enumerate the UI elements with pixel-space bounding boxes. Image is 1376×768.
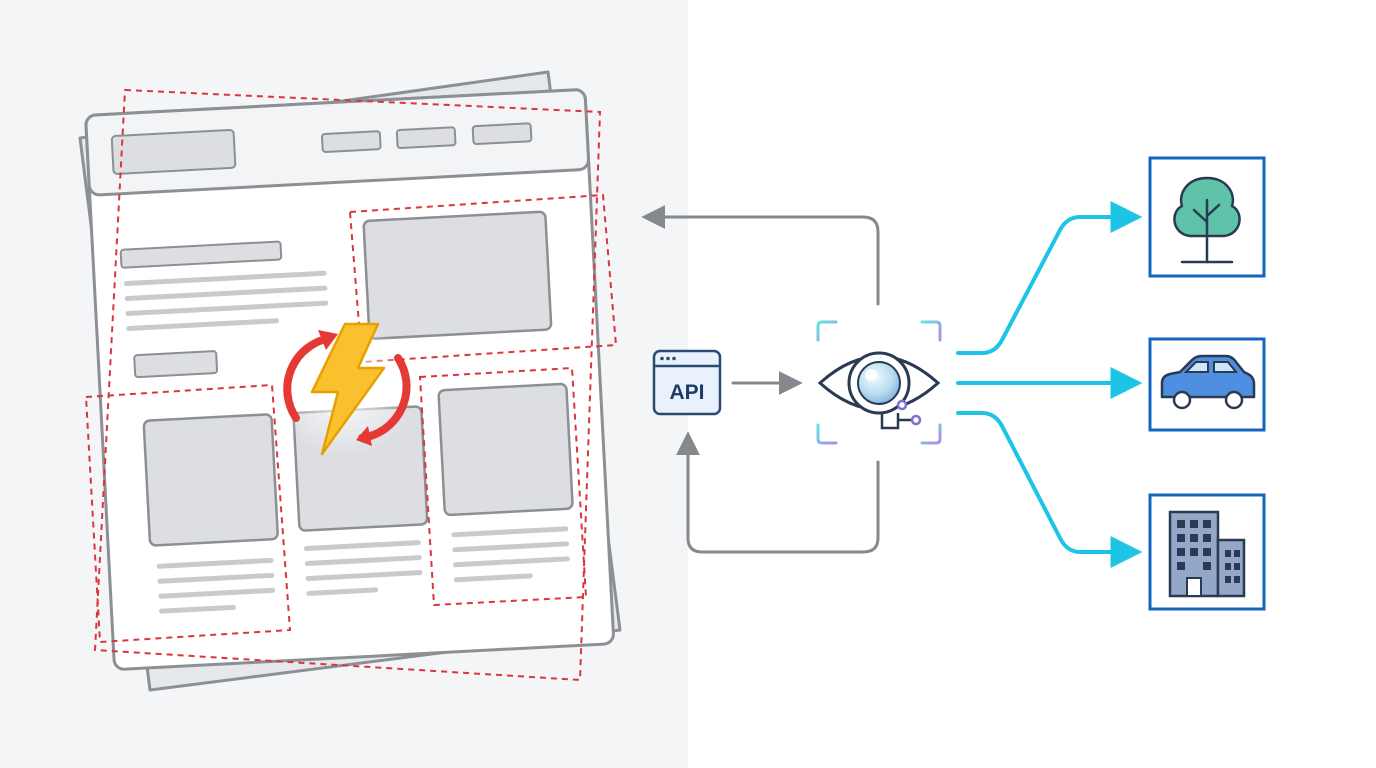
- nav-item-2: [395, 126, 457, 150]
- hero-image: [362, 210, 553, 340]
- text-lines-cards: [156, 526, 570, 614]
- output-building: [1148, 493, 1266, 611]
- card-image-1: [142, 413, 279, 547]
- nav-item-3: [471, 122, 533, 146]
- card-image-3: [437, 382, 574, 517]
- building-icon: [1168, 510, 1246, 598]
- api-window-icon: API: [652, 349, 722, 416]
- text-lines-top: [123, 270, 329, 332]
- dashed-regions: [84, 88, 618, 682]
- arrow-to-tree: [956, 201, 1143, 355]
- headline-block: [119, 240, 283, 269]
- lightning-bolt-icon: [310, 322, 386, 456]
- arrow-to-building: [956, 411, 1143, 568]
- car-icon: [1160, 354, 1256, 410]
- output-tree: [1148, 156, 1266, 278]
- nav-item-1: [320, 130, 382, 153]
- dashed-region-card-left: [84, 383, 292, 644]
- arrow-eye-loop-to-api: [676, 431, 880, 554]
- dashed-region-hero: [348, 193, 618, 364]
- api-label: API: [669, 381, 704, 404]
- output-arrows: [956, 201, 1143, 568]
- dashed-region-page: [93, 88, 602, 682]
- tree-icon: [1173, 176, 1241, 264]
- feedback-arrows: [641, 205, 880, 554]
- arrow-eye-to-webpage: [641, 205, 880, 306]
- output-car: [1148, 337, 1266, 432]
- button-block: [133, 350, 219, 379]
- vision-eye-icon: [816, 320, 942, 445]
- webpage-wireframe-icon: [78, 70, 622, 692]
- dashed-region-card-right: [418, 366, 588, 607]
- header-logo-block: [110, 128, 237, 175]
